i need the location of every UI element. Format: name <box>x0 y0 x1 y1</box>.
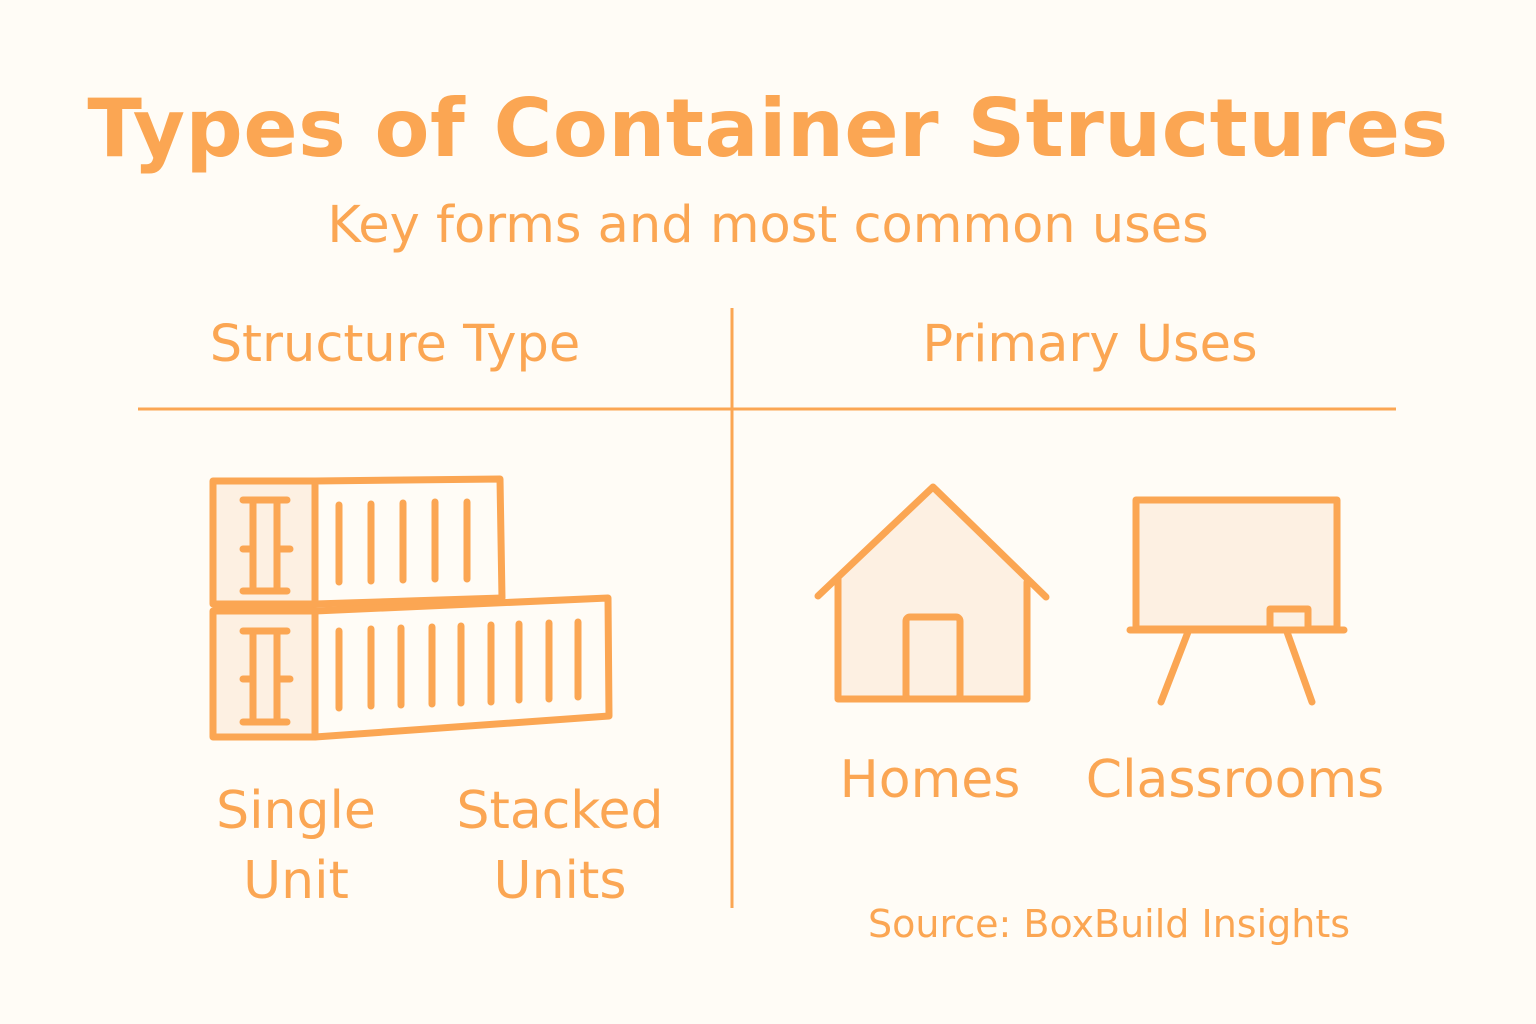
chalkboard-icon <box>1126 496 1348 706</box>
column-header-structure-type: Structure Type <box>209 315 581 374</box>
table-dividers <box>138 308 1396 908</box>
structure-label-single-unit: Single Unit <box>216 781 376 911</box>
page-title: Types of Container Structures <box>87 82 1449 175</box>
column-header-primary-uses: Primary Uses <box>922 315 1258 374</box>
structure-label-stacked-units: Stacked Units <box>456 781 664 911</box>
source-note: Source: BoxBuild Insights <box>868 902 1351 946</box>
house-icon <box>814 483 1050 703</box>
page-subtitle: Key forms and most common uses <box>327 196 1209 255</box>
stacked-containers-icon <box>209 475 613 741</box>
use-label-homes: Homes <box>839 750 1021 810</box>
use-label-classrooms: Classrooms <box>1085 750 1385 810</box>
